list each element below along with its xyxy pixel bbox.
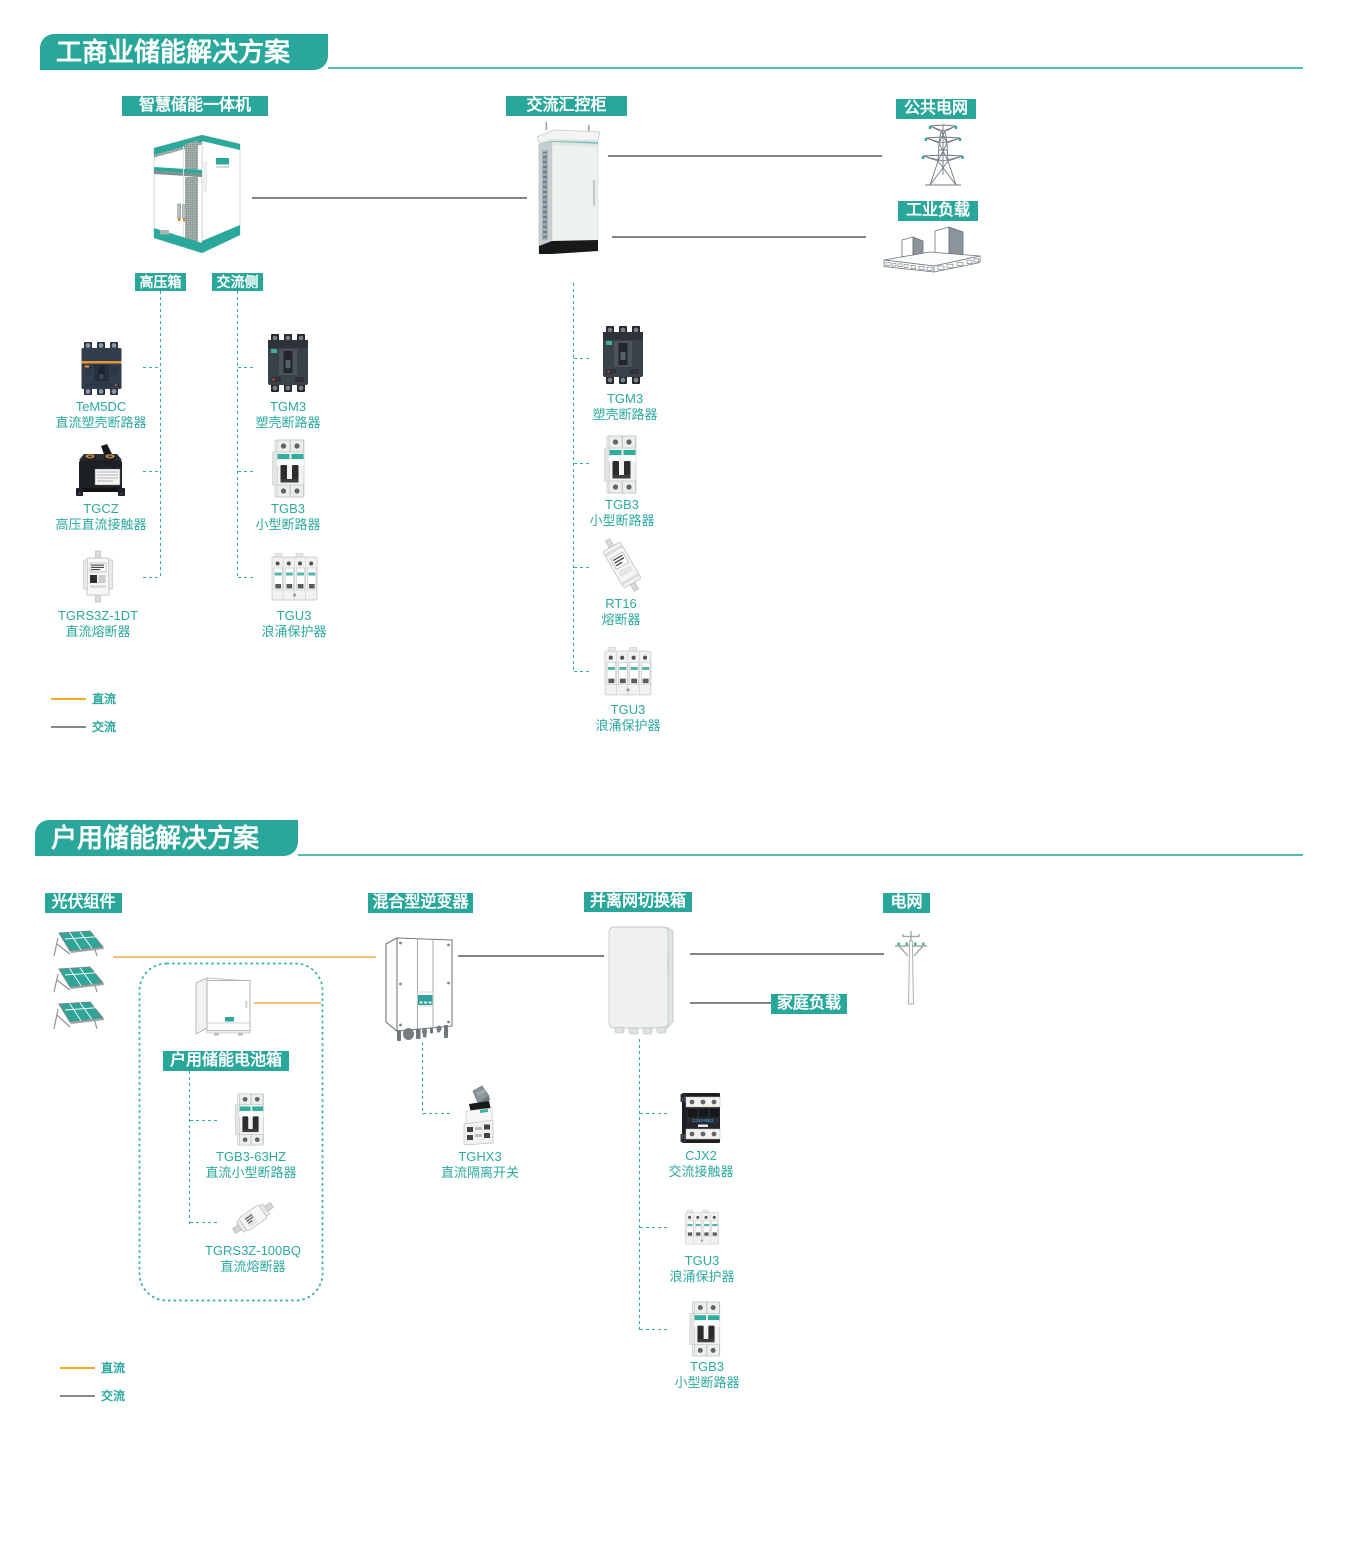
svg-text:CJX2-9511: CJX2-9511 <box>693 1118 715 1123</box>
